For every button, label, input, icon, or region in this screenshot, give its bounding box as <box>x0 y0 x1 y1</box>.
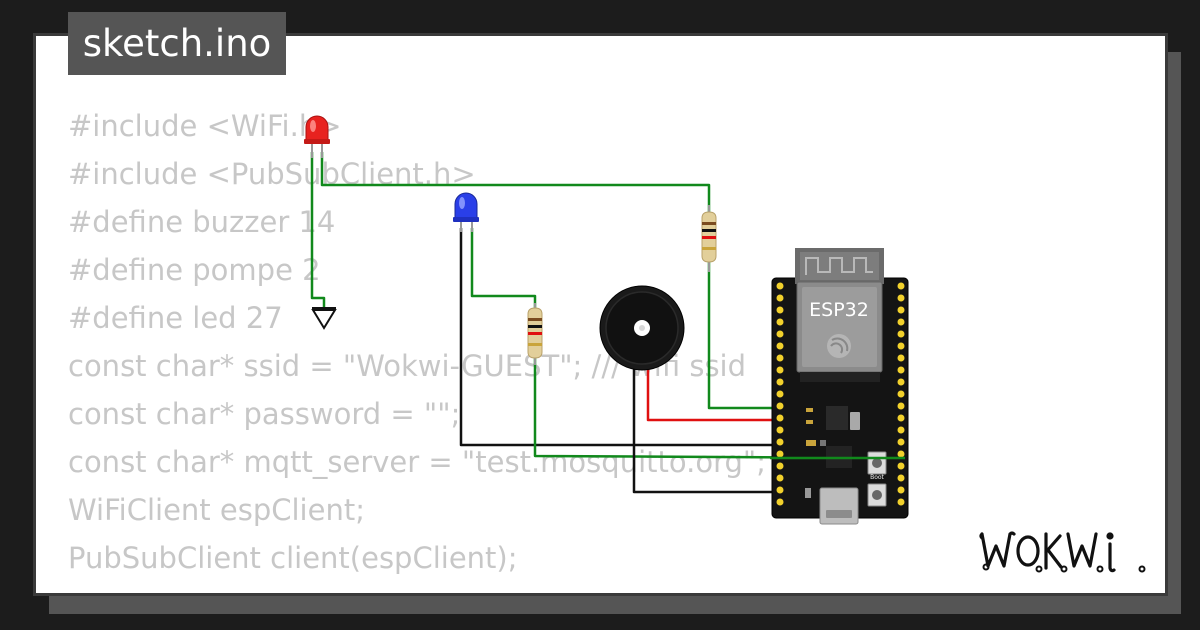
preview-card <box>33 33 1168 596</box>
wires <box>310 152 906 494</box>
code-line: #define pompe 2 <box>68 253 321 287</box>
code-line: const char* ssid = "Wokwi-GUEST"; /// wi… <box>68 349 747 383</box>
code-line: #define led 27 <box>68 301 283 335</box>
code-line: PubSubClient client(espClient); <box>68 541 518 575</box>
buzzer[interactable] <box>599 285 685 371</box>
code-line: const char* mqtt_server = "test.mosquitt… <box>68 445 766 479</box>
code-background: #include <WiFi.h> #include <PubSubClient… <box>68 102 766 582</box>
wire-blue-led-anode[interactable] <box>470 228 537 310</box>
pin-header-left <box>776 282 784 506</box>
wokwi-logo[interactable] <box>976 526 1150 580</box>
wire-buzzer-red[interactable] <box>646 362 780 422</box>
pin-header-right <box>897 282 905 506</box>
wire-red-led-ground[interactable] <box>310 152 326 308</box>
code-line: WiFiClient espClient; <box>68 493 365 527</box>
wire-red-led-anode[interactable] <box>320 152 711 214</box>
code-line: #define buzzer 14 <box>68 205 336 239</box>
wire-buzzer-black[interactable] <box>632 362 780 494</box>
led-blue[interactable] <box>453 192 479 232</box>
wire-blue-led-gnd[interactable] <box>459 228 780 447</box>
wire-resistor-gpio[interactable] <box>707 262 780 410</box>
led-red[interactable] <box>304 115 330 158</box>
ground-symbol <box>311 307 337 330</box>
file-tab-sketch[interactable]: sketch.ino <box>68 12 286 75</box>
resistor-1[interactable] <box>701 205 717 272</box>
boot-label: Boot <box>870 474 884 481</box>
code-line: const char* password = ""; <box>68 397 461 431</box>
esp32-label: ESP32 <box>809 299 869 321</box>
esp32-board[interactable]: ESP32 Boot <box>771 248 909 525</box>
resistor-2[interactable] <box>527 303 543 365</box>
